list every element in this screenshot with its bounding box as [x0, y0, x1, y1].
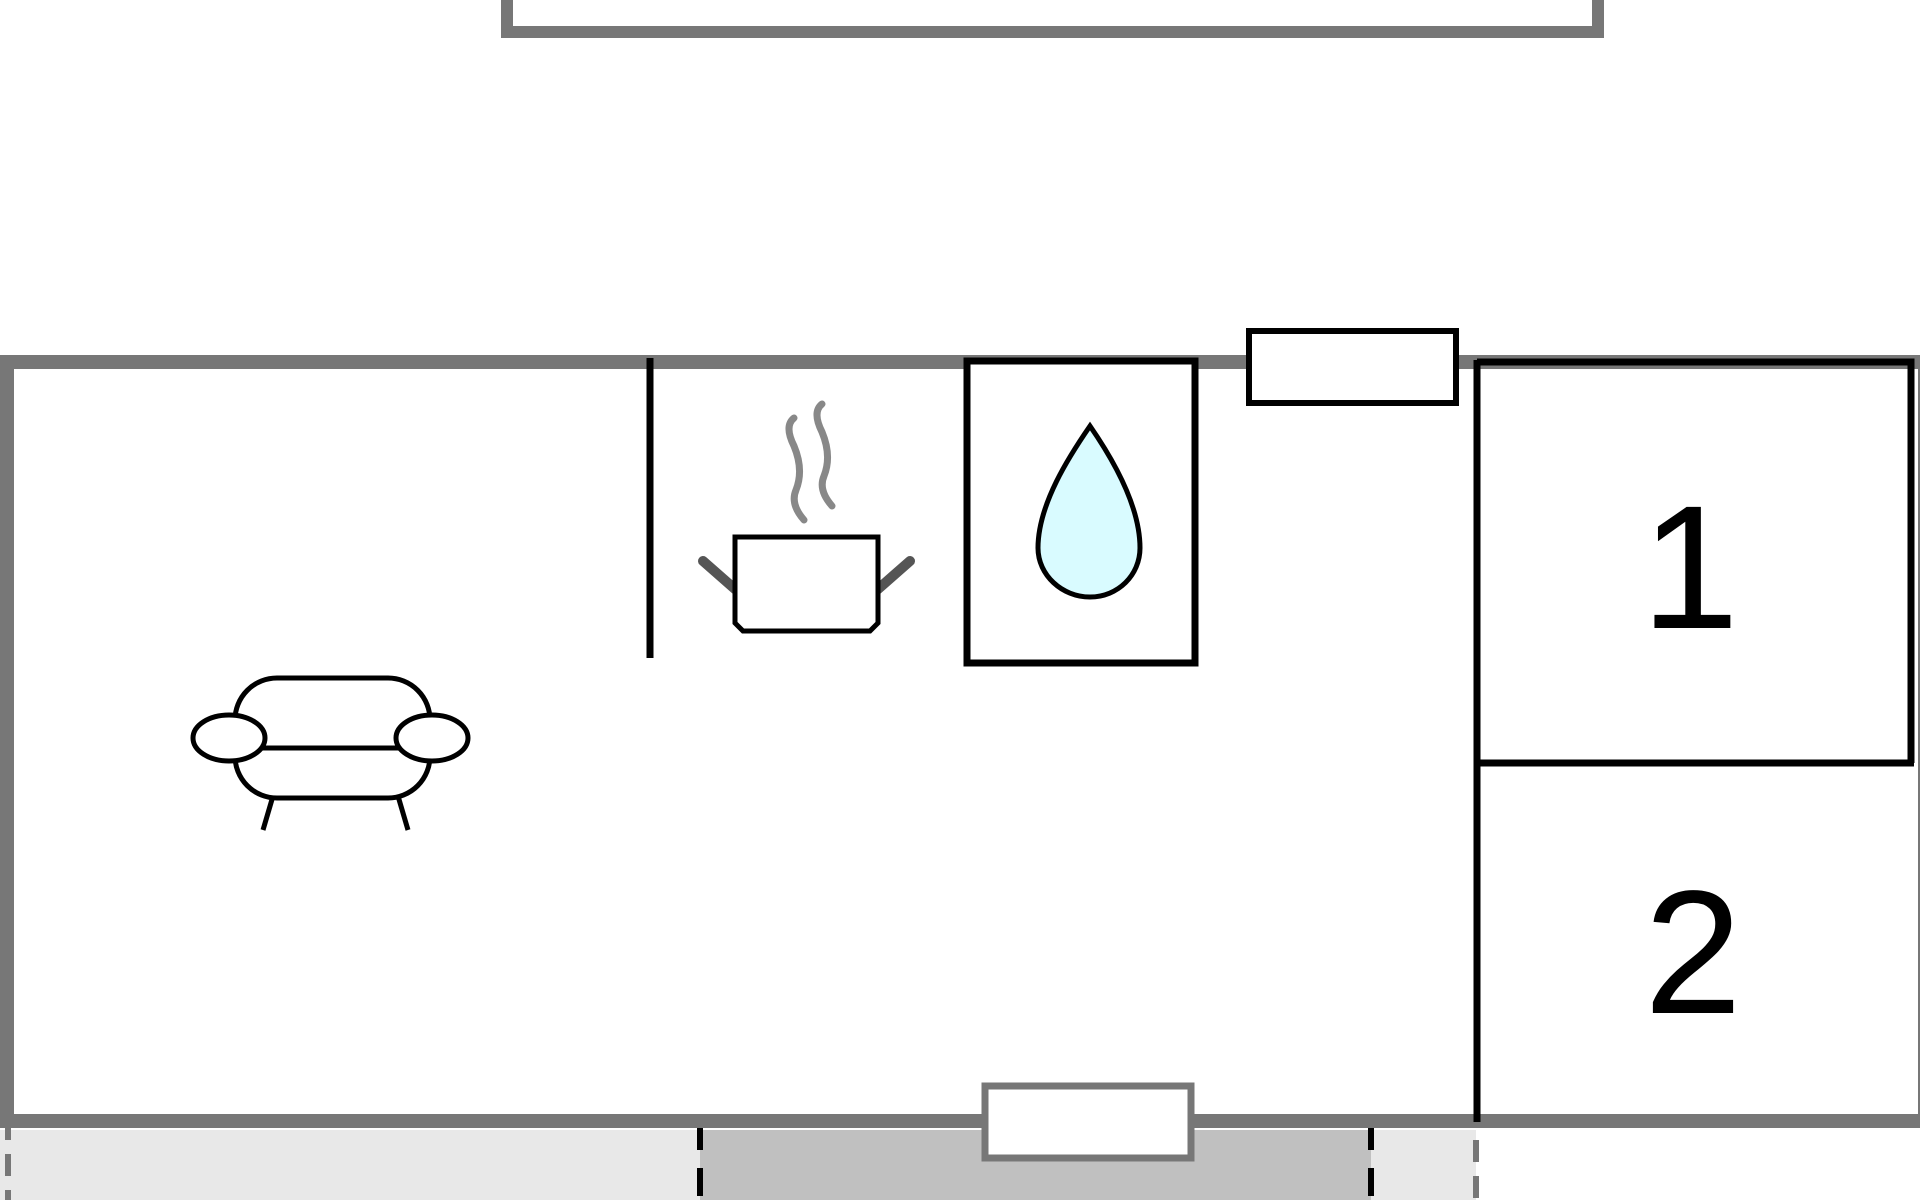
- interior-walls: [646, 358, 1915, 1122]
- terrace: [0, 1118, 1479, 1200]
- bedroom-1-label: 1: [1641, 470, 1739, 666]
- water-drop-icon: [1035, 421, 1143, 600]
- cooking-pot-icon: [698, 400, 915, 634]
- sofa-icon: [190, 675, 471, 831]
- bedroom-2-label: 2: [1644, 855, 1742, 1051]
- upper-structure-outline: [501, 0, 1604, 38]
- window-bottom: [981, 1082, 1195, 1162]
- window-top: [1246, 328, 1459, 406]
